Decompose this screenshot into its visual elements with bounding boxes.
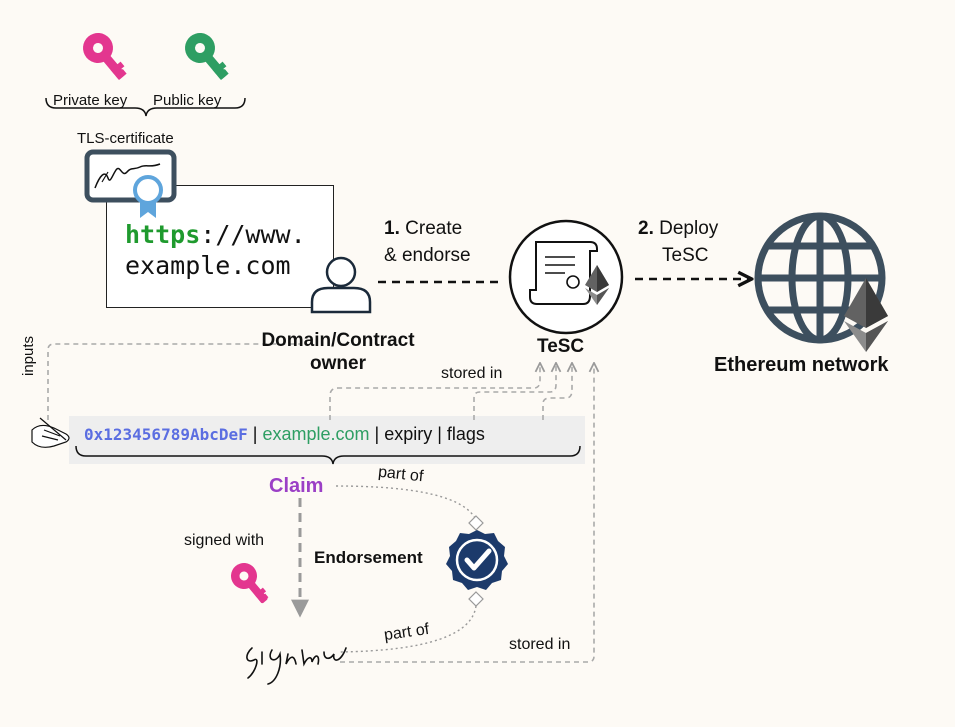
claim-fields: 0x123456789AbcDeF | example.com | expiry… <box>84 424 485 445</box>
claim-address: 0x123456789AbcDeF <box>84 425 248 444</box>
step1-line2: & endorse <box>384 245 471 266</box>
ethereum-icon <box>585 265 609 305</box>
step2-number: 2. <box>638 218 654 239</box>
stored-in-connectors <box>329 364 572 420</box>
cert-signature-icon <box>94 163 161 189</box>
signed-with-label: signed with <box>184 532 265 549</box>
diamond-top-icon <box>468 515 484 531</box>
public-key-label: Public key <box>153 92 222 109</box>
claim-flags: flags <box>446 424 485 444</box>
tls-certificate-label: TLS-certificate <box>77 130 174 147</box>
tesc-label: TeSC <box>537 336 585 357</box>
step2-line1: 2. Deploy <box>638 218 718 240</box>
claim-domain: example.com <box>262 424 370 444</box>
ethereum-network-label: Ethereum network <box>714 354 889 376</box>
claim-brace <box>75 445 581 465</box>
contract-icon <box>508 219 624 335</box>
url-rest: ://www. <box>200 220 306 249</box>
browser-url-line1: https://www. <box>125 220 306 249</box>
diamond-bottom-icon <box>468 591 484 607</box>
step1-line1: 1. Create <box>384 218 462 240</box>
pen-hand-icon <box>31 417 70 448</box>
browser-url-line2: example.com <box>125 251 291 280</box>
signature-stored-in-connector <box>340 364 594 663</box>
step2-line2: TeSC <box>662 245 709 266</box>
inputs-label: inputs <box>20 335 37 376</box>
step1-text: Create <box>405 218 463 239</box>
stored-in-bottom-label: stored in <box>509 636 571 653</box>
claim-sep2: | <box>369 424 385 444</box>
keys-brace <box>45 97 246 117</box>
public-key-icon <box>185 33 229 81</box>
owner-label-line2: owner <box>310 353 366 374</box>
claim-expiry: expiry <box>384 424 433 444</box>
step1-number: 1. <box>384 218 400 239</box>
signature-part-of-connector <box>339 605 477 653</box>
claim-sep3: | <box>432 424 447 444</box>
stored-in-top-label: stored in <box>441 365 503 382</box>
owner-label-line1: Domain/Contract <box>261 330 415 351</box>
step2-text: Deploy <box>659 218 719 239</box>
checkmark-badge-icon <box>446 530 508 590</box>
signature-icon <box>246 647 347 685</box>
claim-part-of-connector <box>335 485 477 521</box>
ribbon-icon <box>133 175 163 218</box>
private-key-label: Private key <box>53 92 128 109</box>
claim-label: Claim <box>269 475 324 497</box>
user-icon <box>310 256 372 314</box>
inputs-connector <box>47 343 300 420</box>
claim-sep1: | <box>247 424 263 444</box>
globe-icon <box>754 212 886 344</box>
https-scheme: https <box>125 220 201 249</box>
ethereum-large-icon <box>844 278 888 352</box>
endorsement-label: Endorsement <box>314 548 423 567</box>
signing-key-icon <box>231 563 269 604</box>
private-key-icon <box>83 33 127 81</box>
